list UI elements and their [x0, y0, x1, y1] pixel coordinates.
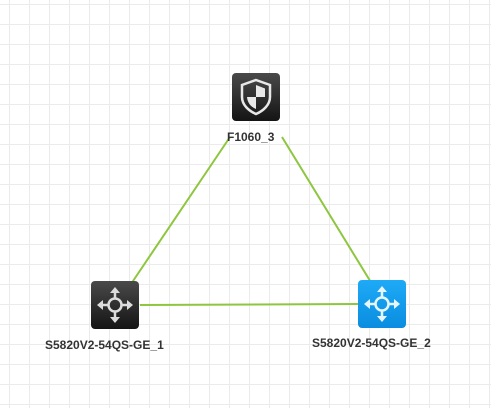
node-label-firewall: F1060_3 [227, 130, 275, 144]
node-switch-2[interactable] [358, 280, 406, 328]
switch-arrows-icon [358, 280, 406, 328]
node-label-switch-2: S5820V2-54QS-GE_2 [312, 336, 431, 350]
node-switch-1[interactable] [91, 281, 139, 329]
node-label-switch-1: S5820V2-54QS-GE_1 [45, 338, 164, 352]
firewall-shield-icon [232, 73, 280, 121]
switch-arrows-icon [91, 281, 139, 329]
link-sw1-sw2[interactable] [139, 303, 359, 306]
node-firewall[interactable] [232, 73, 280, 121]
link-fw-sw1[interactable] [130, 136, 231, 285]
link-fw-sw2[interactable] [281, 136, 373, 285]
